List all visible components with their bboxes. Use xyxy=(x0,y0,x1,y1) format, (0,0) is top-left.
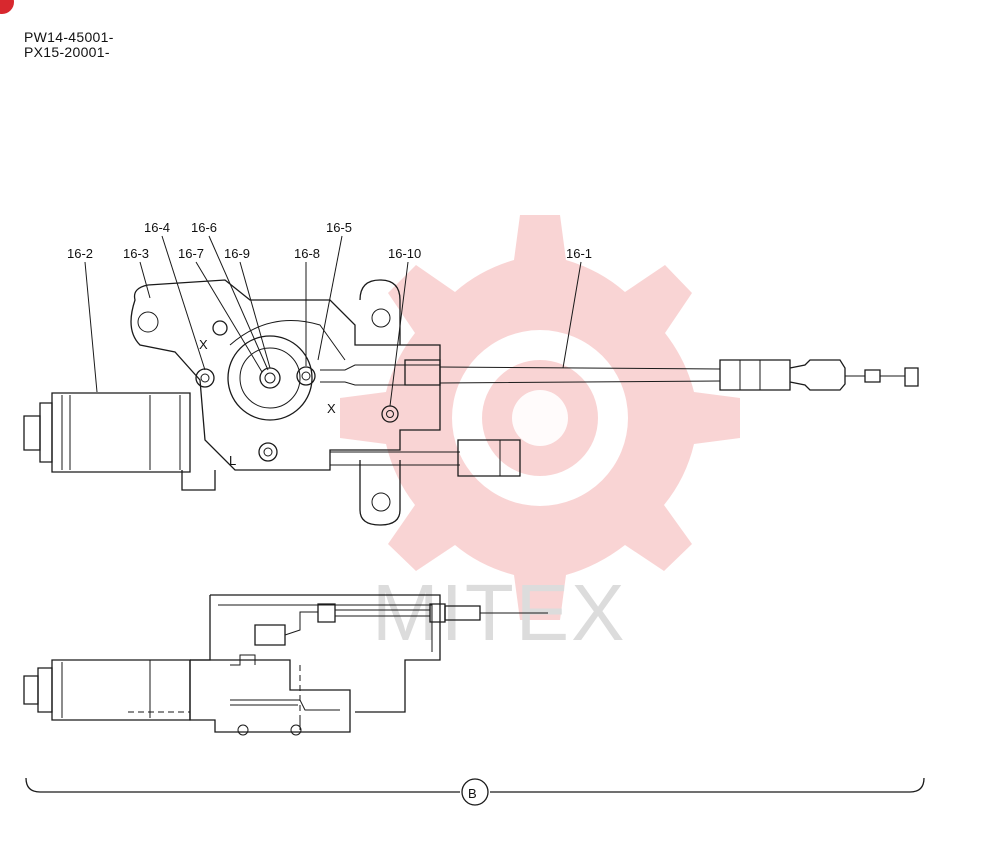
bolt-upper xyxy=(212,320,228,336)
mounting-bracket xyxy=(130,279,441,526)
callout-16-1: 16-1 xyxy=(566,246,592,261)
mark-x1: X xyxy=(199,337,208,352)
watermark-gear-icon xyxy=(340,215,740,620)
callout-16-7: 16-7 xyxy=(178,246,204,261)
pulley xyxy=(227,320,346,421)
serial-number-2: PX15-20001- xyxy=(24,44,110,60)
side-view-assembly xyxy=(23,594,548,736)
callout-16-4: 16-4 xyxy=(144,220,170,235)
mark-x2: X xyxy=(327,401,336,416)
cable xyxy=(439,359,919,391)
callout-16-10: 16-10 xyxy=(388,246,421,261)
callout-16-2: 16-2 xyxy=(67,246,93,261)
bolt-16-8 xyxy=(296,366,316,386)
view-label-b: B xyxy=(468,786,477,801)
motor xyxy=(23,392,216,491)
leader-lines xyxy=(84,235,582,407)
serial-number-block: PW14-45001- PX15-20001- xyxy=(24,30,114,60)
top-view-assembly: X X L xyxy=(23,279,919,526)
callout-16-6: 16-6 xyxy=(191,220,217,235)
bolt-lower xyxy=(258,442,278,462)
callouts: 16-2 16-3 16-4 16-6 16-7 16-9 16-8 16-5 … xyxy=(67,220,592,261)
callout-16-5: 16-5 xyxy=(326,220,352,235)
callout-16-8: 16-8 xyxy=(294,246,320,261)
connector xyxy=(330,439,521,477)
callout-16-9: 16-9 xyxy=(224,246,250,261)
mark-l: L xyxy=(229,453,236,468)
callout-16-3: 16-3 xyxy=(123,246,149,261)
view-bracket xyxy=(25,777,925,806)
serial-number-1: PW14-45001- xyxy=(24,29,114,45)
